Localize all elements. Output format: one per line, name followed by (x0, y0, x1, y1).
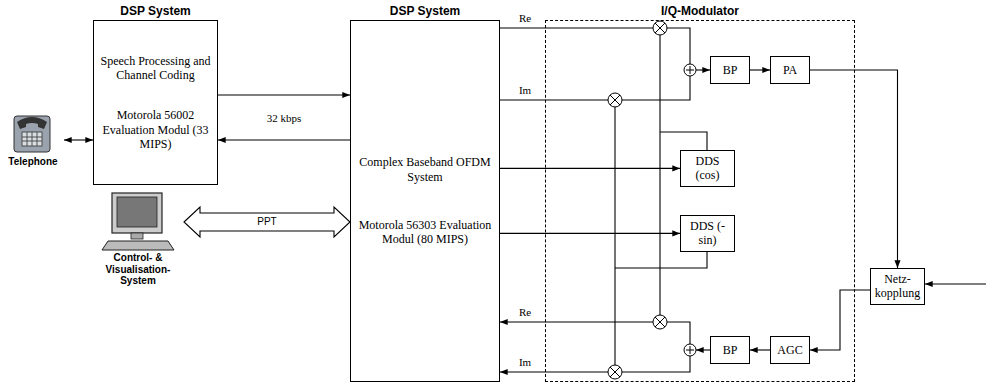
filter-box: BP (710, 56, 750, 84)
signal-arrow (500, 233, 680, 234)
dds-box: DDS (cos) (680, 150, 735, 187)
computer-icon (102, 193, 174, 250)
block-text: Control- & Visualisation- System (92, 252, 184, 287)
agc-box: AGC (770, 336, 810, 364)
bus-arrow (184, 207, 350, 237)
signal-arrow (500, 168, 680, 169)
signal-label: Re (517, 306, 533, 319)
signal-arrow (218, 139, 350, 140)
block-text: DDS (cos) (684, 154, 731, 183)
dsp-box: DSP SystemComplex Baseband OFDM SystemMo… (350, 20, 500, 382)
bus-label: PPT (255, 216, 278, 228)
block-heading: I/Q-Modulator (516, 4, 884, 18)
signal-label: 32 kbps (265, 112, 304, 125)
dsp-box: DSP SystemSpeech Processing and Channel … (93, 20, 218, 185)
dds-box: DDS (-sin) (680, 215, 735, 252)
block-heading: DSP System (321, 4, 529, 18)
signal-arrow (750, 69, 770, 70)
block-heading: DSP System (64, 4, 247, 18)
block-text: BP (714, 343, 746, 357)
block-text: DDS (-sin) (684, 219, 731, 248)
modulator-group: I/Q-ModulatorBPPADDS (cos)DDS (-sin)BPAG… (545, 20, 855, 382)
block-text: Motorola 56303 Evaluation Modul (80 MIPS… (354, 218, 496, 247)
amplifier-box: PA (770, 56, 810, 84)
block-text: AGC (774, 343, 806, 357)
filter-box: BP (710, 336, 750, 364)
signal-arrow (64, 139, 93, 140)
block-text: Netz- kopplung (874, 272, 921, 301)
adder-symbol (684, 64, 696, 356)
block-text: Complex Baseband OFDM System (354, 155, 496, 184)
coupling-box: Netz- kopplung (870, 268, 925, 305)
terminal-icon: Telephone (2, 112, 64, 178)
signal-label: Im (517, 356, 533, 369)
block-text: Speech Processing and Channel Coding (97, 54, 214, 83)
signal-arrow (810, 70, 898, 268)
signal-label: Re (517, 12, 533, 25)
block-text: Telephone (2, 156, 64, 168)
block-text: BP (714, 63, 746, 77)
signal-label: Im (517, 84, 533, 97)
mixer-symbol (608, 21, 667, 379)
signal-wire (500, 28, 986, 372)
block-text: PA (774, 63, 806, 77)
block-text: Motorola 56002 Evaluation Modul (33 MIPS… (97, 108, 214, 151)
signal-arrow (810, 290, 870, 350)
telephone-icon (14, 116, 50, 152)
signal-arrow (218, 94, 350, 95)
signal-arrow (750, 349, 770, 350)
computer-node: Control- & Visualisation- System (92, 190, 184, 300)
